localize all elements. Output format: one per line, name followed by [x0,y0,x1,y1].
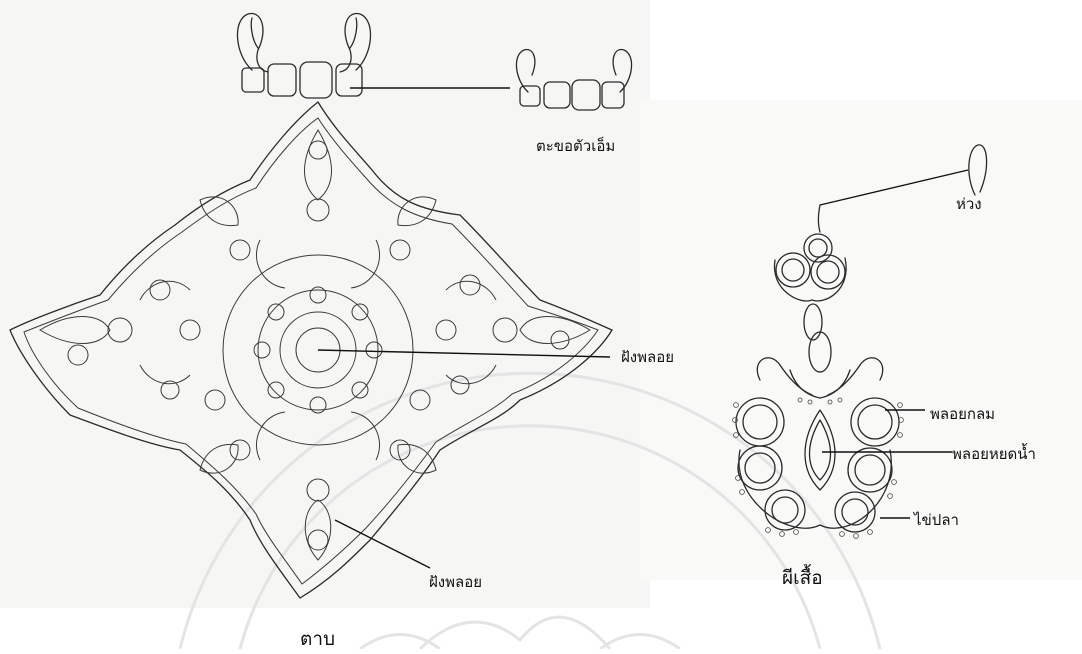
label-loop: ห่วง [956,192,982,216]
label-setting-center: ฝังพลอย [621,345,674,369]
label-teardrop-stone: พลอยหยดน้ำ [952,442,1036,466]
leader-loop [820,170,968,205]
label-round-stone: พลอยกลม [930,402,995,426]
label-pendant-right: ผีเสื้อ [782,563,823,593]
label-hook-pair: ตะขอตัวเอ็ม [536,134,615,158]
label-pendant-left: ตาบ [300,624,335,654]
label-setting-bottom: ฝังพลอย [429,570,482,594]
loop-ring [969,145,987,195]
label-fish-roe: ไข่ปลา [914,508,959,532]
fish-roe-beads [733,398,904,538]
